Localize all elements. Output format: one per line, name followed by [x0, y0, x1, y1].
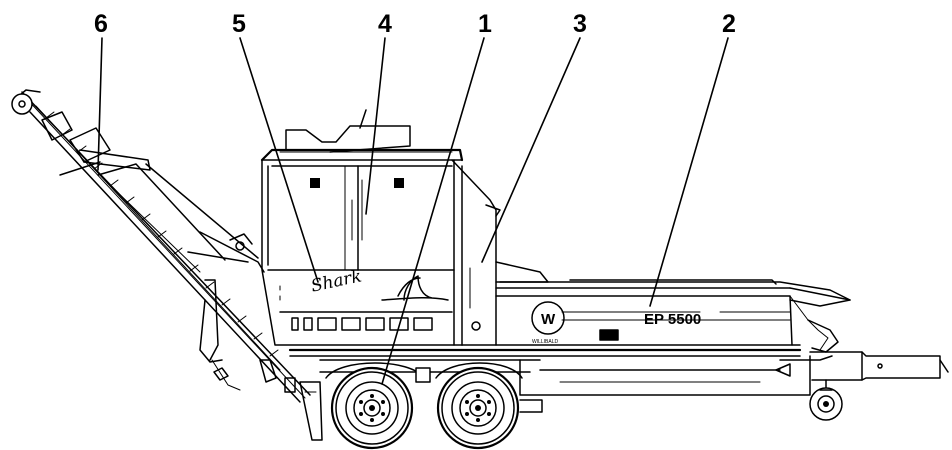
head-pulley — [11, 93, 33, 115]
hopper-housing: Shark — [260, 109, 501, 346]
window-right — [394, 178, 404, 188]
shark-fin-logo — [381, 275, 449, 301]
callout-2: 2 — [722, 10, 736, 38]
discharge-conveyor — [11, 89, 323, 441]
brand-logo-ring — [531, 301, 565, 335]
leader-4 — [365, 37, 386, 215]
callout-3: 3 — [573, 10, 587, 38]
callout-5: 5 — [232, 10, 246, 38]
leader-6 — [97, 37, 103, 171]
brand-logo-caption: WILLIBALD — [532, 339, 559, 345]
model-plate: EP 5500 — [644, 311, 701, 328]
wheel-rear — [436, 366, 520, 450]
chassis-frame — [288, 348, 949, 421]
callout-4: 4 — [378, 10, 392, 38]
window-left — [310, 178, 320, 188]
leader-5 — [239, 37, 319, 283]
leader-1 — [381, 37, 485, 385]
callout-6: 6 — [94, 10, 108, 38]
wheel-front — [330, 366, 414, 450]
leader-lines — [97, 37, 729, 385]
housing-bolt — [471, 321, 481, 331]
callout-labels: 6 5 4 1 3 2 — [94, 10, 736, 38]
infeed-table: W WILLIBALD EP 5500 — [495, 261, 851, 353]
callout-1: 1 — [478, 10, 492, 38]
vent-slots — [291, 317, 433, 331]
axle-hub — [415, 367, 431, 383]
leader-3 — [481, 37, 581, 263]
leader-2 — [649, 37, 729, 307]
brand-logo-letter: W — [541, 311, 556, 328]
control-panel — [599, 329, 619, 341]
